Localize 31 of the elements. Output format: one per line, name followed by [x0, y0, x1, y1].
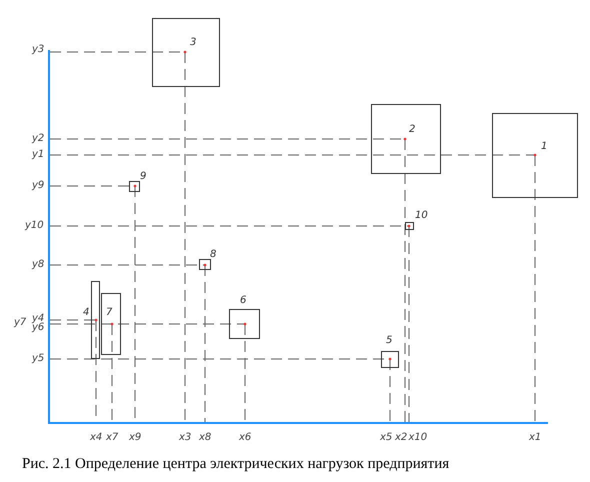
y-coordinate-label: y4 [32, 313, 44, 324]
building-number: 8 [210, 249, 216, 261]
y-coordinate-label: y2 [32, 133, 44, 145]
y-coordinate-label: y8 [32, 259, 44, 271]
figure-caption: Рис. 2.1 Определение центра электрических нагрузок предприятия [22, 456, 450, 473]
x-coordinate-label: x1 [529, 432, 542, 444]
building-number: 10 [415, 210, 428, 222]
y-coordinate-label: y7 [14, 317, 26, 329]
y-coordinate-label: y10 [25, 220, 44, 232]
x-coordinate-label: x3 [179, 432, 192, 444]
x-coordinate-label: x9 [129, 432, 142, 444]
y-coordinate-label: y5 [32, 353, 44, 365]
building-number: 1 [541, 141, 548, 153]
building-number: 9 [140, 171, 146, 183]
building-number: 3 [190, 37, 196, 49]
building-number: 6 [240, 295, 246, 307]
x-coordinate-label: x8 [199, 432, 212, 444]
building-number: 4 [83, 307, 90, 319]
x-coordinate-label: x10 [408, 432, 428, 444]
x-coordinate-label: x5 [380, 432, 392, 444]
y-coordinate-label: y9 [32, 180, 44, 192]
building-number: 5 [386, 335, 392, 347]
x-coordinate-label: x7 [106, 432, 118, 444]
y-coordinate-label: y6 [32, 322, 44, 334]
y-coordinate-label: y3 [32, 44, 44, 56]
x-coordinate-label: x2 [395, 432, 408, 444]
x-coordinate-label: x6 [239, 432, 252, 444]
y-coordinate-label: y1 [32, 149, 44, 161]
x-coordinate-label: x4 [90, 432, 102, 444]
building-number: 7 [106, 307, 112, 319]
building-number: 2 [409, 124, 416, 136]
